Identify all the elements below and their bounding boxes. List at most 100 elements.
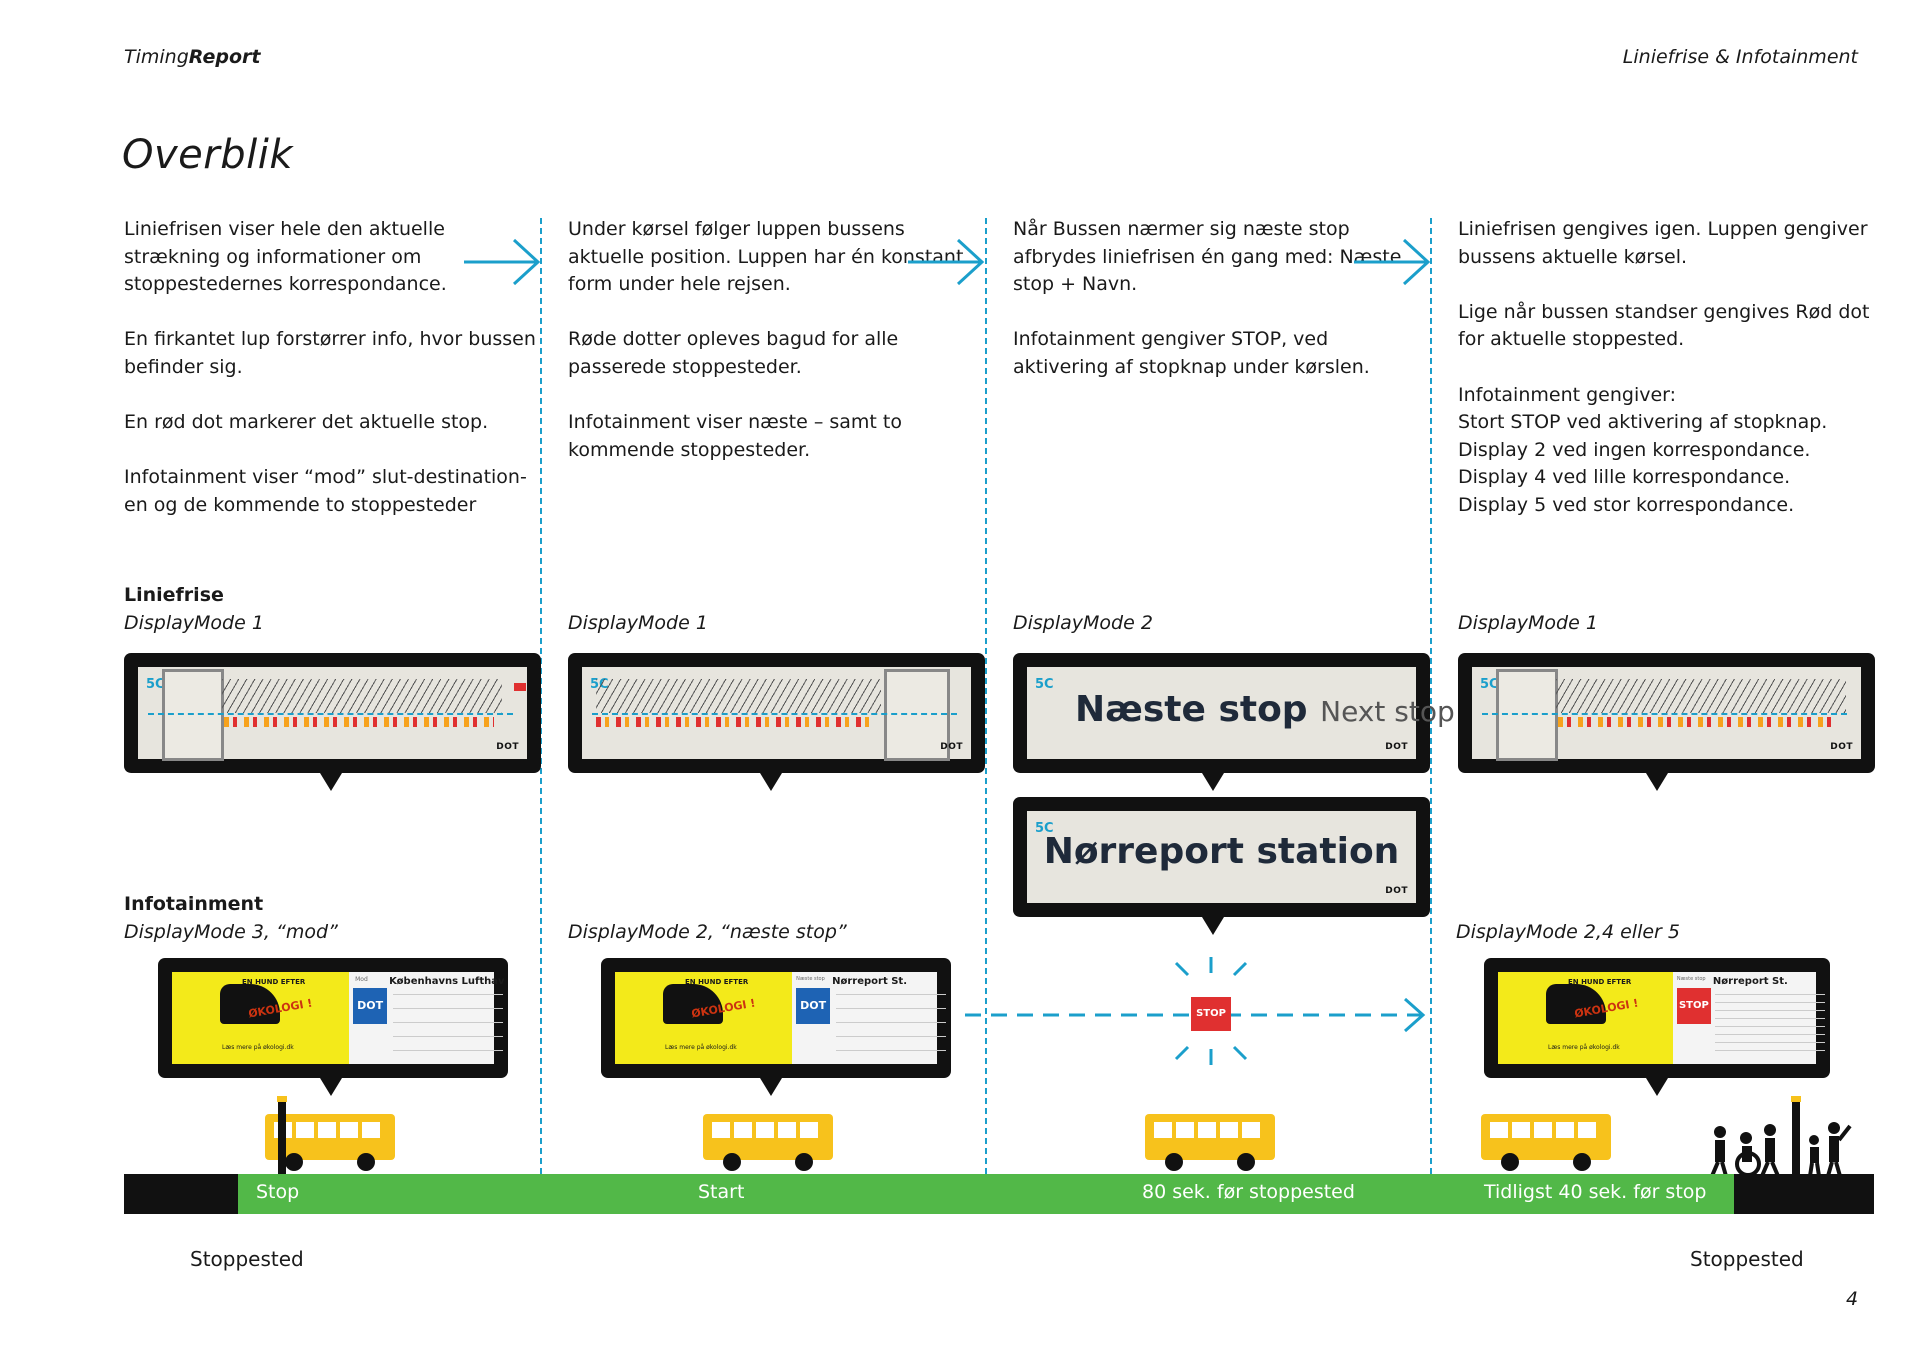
magnifier-lens [884,669,950,761]
next-stop-display: 5C Næste stop Next stop DOT [1013,653,1455,773]
pointer-icon [1202,917,1224,935]
ad-panel: EN HUND EFTER ØKOLOGI ! Læs mere på økol… [615,972,793,1064]
col4-para-2: Lige når bussen standser gengives Rød do… [1458,300,1870,351]
stop-sign: STOP [1676,988,1711,1024]
correspondence-table [1714,994,1825,1056]
next-stop-label: Næste stop [1676,976,1706,982]
line-number: 5C [146,677,165,692]
line-number: 5C [1035,677,1054,692]
infotainment-display-3: EN HUND EFTER ØKOLOGI ! Læs mere på økol… [1484,958,1830,1078]
ad-footer: Læs mere på økologi.dk [665,1044,737,1051]
liniefrise-mode-4: DisplayMode 1 [1458,612,1598,634]
header-title-bold: Report [188,46,261,68]
ad-panel: EN HUND EFTER ØKOLOGI ! Læs mere på økol… [1498,972,1673,1064]
page-number: 4 [1846,1288,1859,1310]
col1-para-1: Liniefrisen viser hele den aktuelle stræ… [124,218,447,296]
ad-footer: Læs mere på økologi.dk [222,1044,294,1051]
liniefrise-display-2: 5C DOT [568,653,985,773]
page-title: Overblik [122,132,293,178]
timeline-label-stop: Stop [256,1181,300,1203]
dot-logo: DOT [1830,742,1853,752]
dot-logo: DOT [940,742,963,752]
route-line [592,713,957,715]
timeline-label-start: Start [698,1181,745,1203]
liniefrise-mode-1: DisplayMode 1 [124,612,264,634]
bus-icon [1481,1114,1611,1171]
col1-para-2: En firkantet lup forstørrer info, hvor b… [124,328,536,378]
bus-icon [703,1114,833,1171]
magnifier-lens [1496,669,1558,761]
stop-names [596,679,881,713]
dog-icon [1546,984,1606,1024]
stop-request-arrow [965,997,1426,1033]
display-panel: 5C Nørreport station DOT [1027,811,1416,903]
col2-para-3: Infotainment viser næste – samt to komme… [568,411,902,461]
next-stop-text: Næste stop Next stop [1075,689,1455,730]
stop-zone-left [124,1174,242,1214]
dot-logo: DOT [496,742,519,752]
red-marker [514,683,526,691]
display-panel: 5C DOT [1472,667,1861,761]
col2-para-1: Under kørsel følger luppen bussens aktue… [568,218,964,296]
col3-para-2: Infotainment gengiver STOP, ved aktiveri… [1013,328,1370,378]
display-panel: 5C DOT [138,667,527,761]
infotainment-heading: Infotainment [124,893,264,915]
stop-burst-icon [1174,957,1248,1065]
pointer-icon [1202,773,1224,791]
display-panel: 5C Næste stop Next stop DOT [1027,667,1455,759]
header-title-light: Timing [124,46,189,68]
next-stop-destination: Nørreport St. [1712,976,1788,987]
column-1-text: Liniefrisen viser hele den aktuelle stræ… [124,216,544,547]
next-stop-destination: Nørreport St. [832,976,907,987]
pointer-icon [1646,1078,1668,1096]
next-stop-english: Next stop [1320,695,1455,728]
dot-logo: DOT [1385,742,1408,752]
mod-label: Mod [355,976,368,983]
upcoming-stops-list [393,994,504,1054]
magnifier-lens [162,669,224,761]
correspondence-markers [596,717,876,727]
display-panel: EN HUND EFTER ØKOLOGI ! Læs mere på økol… [1498,972,1825,1064]
column-2-text: Under kørsel følger luppen bussens aktue… [568,216,968,492]
stop-label-left: Stoppested [190,1247,304,1271]
col3-para-1: Når Bussen nærmer sig næste stop afbryde… [1013,218,1402,296]
bus-icon [1145,1114,1275,1171]
liniefrise-mode-2: DisplayMode 1 [568,612,708,634]
display-panel: EN HUND EFTER ØKOLOGI ! Læs mere på økol… [172,972,504,1064]
ad-headline: EN HUND EFTER [1568,978,1632,986]
pointer-icon [320,773,342,791]
dog-icon [220,984,280,1024]
display-panel: 5C DOT [582,667,971,761]
arrow-right-icon [908,238,985,286]
correspondence-markers [1558,717,1838,727]
liniefrise-display-4: 5C DOT [1458,653,1875,773]
route-line [1482,713,1847,715]
divider-1 [540,218,542,1174]
stop-zone-right [1734,1174,1874,1214]
column-4-text: Liniefrisen gengives igen. Luppen gengiv… [1458,216,1878,547]
arrow-right-icon [464,238,541,286]
timeline-label-40sec: Tidligst 40 sek. før stop [1484,1181,1707,1203]
line-number: 5C [1035,821,1054,836]
arrow-right-icon [1354,238,1431,286]
correspondence-markers [224,717,494,727]
header-section-title: Liniefrise & Infotainment [1622,46,1858,68]
infotainment-mode-2: DisplayMode 2, “næste stop” [568,921,847,943]
pointer-icon [1646,773,1668,791]
passengers-icon [1710,1096,1852,1177]
next-stop-label: Næste stop [1075,689,1308,730]
liniefrise-display-1: 5C DOT [124,653,541,773]
stop-sign: STOP [1191,997,1231,1031]
mod-destination: Københavns Lufthavn Te [389,976,505,987]
timeline-label-80sec: 80 sek. før stoppested [1142,1181,1355,1203]
info-panel: DOT Mod Københavns Lufthavn Te [349,972,504,1064]
col4-para-3: Infotainment gengiver: Stort STOP ved ak… [1458,383,1828,516]
stop-names [1556,679,1846,713]
infotainment-mode-3: DisplayMode 2,4 eller 5 [1456,921,1680,943]
infotainment-display-1: EN HUND EFTER ØKOLOGI ! Læs mere på økol… [158,958,508,1078]
ad-panel: EN HUND EFTER ØKOLOGI ! Læs mere på økol… [172,972,350,1064]
dot-logo: DOT [353,988,388,1024]
infotainment-display-2: EN HUND EFTER ØKOLOGI ! Læs mere på økol… [601,958,951,1078]
col1-para-3: En rød dot markerer det aktuelle stop. [124,411,489,434]
column-3-text: Når Bussen nærmer sig næste stop afbryde… [1013,216,1403,409]
